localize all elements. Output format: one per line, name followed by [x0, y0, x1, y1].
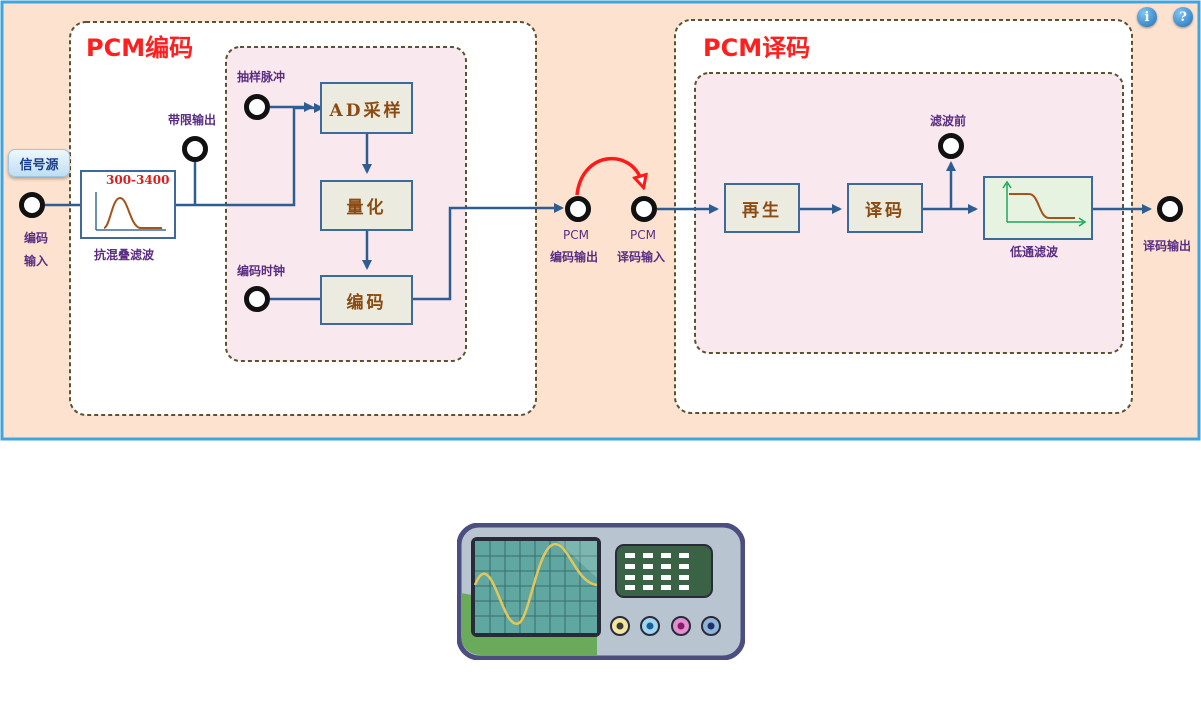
anti-alias-filter-label: 抗混叠滤波	[94, 248, 155, 262]
pcm-decode-input-port[interactable]	[631, 196, 657, 222]
band-limited-output-label: 带限输出	[168, 113, 217, 127]
encode-clock-port[interactable]	[244, 286, 270, 312]
decode-output-label: 译码输出	[1143, 239, 1192, 253]
bandpass-curve-icon	[95, 192, 166, 231]
lowpass-curve-icon	[1002, 180, 1087, 227]
band-limited-output-port[interactable]	[182, 136, 208, 162]
loopback-arrow	[575, 157, 642, 196]
regen-block: 再生	[724, 183, 800, 233]
pcm-output-label-2: 编码输出	[550, 250, 599, 264]
anti-alias-filter: 300-3400	[80, 170, 176, 239]
pcm-output-label-1: PCM	[563, 228, 589, 242]
sample-pulse-port[interactable]	[244, 94, 270, 120]
pcm-diagram-panel: PCM编码 PCM译码 i ? 信号源 编码 输入 300-3400 抗混叠滤波…	[0, 0, 1201, 441]
pcm-input-label-2: 译码输入	[617, 250, 666, 264]
quantize-block: 量化	[320, 180, 413, 231]
oscilloscope-graphic	[456, 522, 746, 661]
encoder-title: PCM编码	[86, 34, 194, 62]
pre-filter-port[interactable]	[938, 133, 964, 159]
pcm-encode-output-port[interactable]	[565, 196, 591, 222]
pcm-input-label-1: PCM	[630, 228, 656, 242]
decoder-title: PCM译码	[703, 34, 811, 62]
lowpass-filter	[983, 176, 1093, 240]
info-icon[interactable]: i	[1137, 7, 1157, 27]
encode-input-label-2: 输入	[24, 254, 49, 268]
encode-clock-label: 编码时钟	[237, 264, 286, 278]
encode-block: 编码	[320, 275, 413, 325]
encode-input-port[interactable]	[19, 192, 45, 218]
ad-sample-block: AD采样	[320, 82, 413, 134]
sample-pulse-label: 抽样脉冲	[237, 70, 286, 84]
help-icon[interactable]: ?	[1173, 7, 1193, 27]
signal-source-button[interactable]: 信号源	[8, 149, 70, 177]
pre-filter-label: 滤波前	[930, 114, 967, 128]
oscilloscope-icon[interactable]	[456, 522, 746, 661]
encode-input-label-1: 编码	[24, 231, 49, 245]
lowpass-filter-label: 低通滤波	[1010, 245, 1059, 259]
decode-block: 译码	[847, 183, 923, 233]
filter-range-label: 300-3400	[106, 173, 170, 187]
decode-output-port[interactable]	[1157, 196, 1183, 222]
